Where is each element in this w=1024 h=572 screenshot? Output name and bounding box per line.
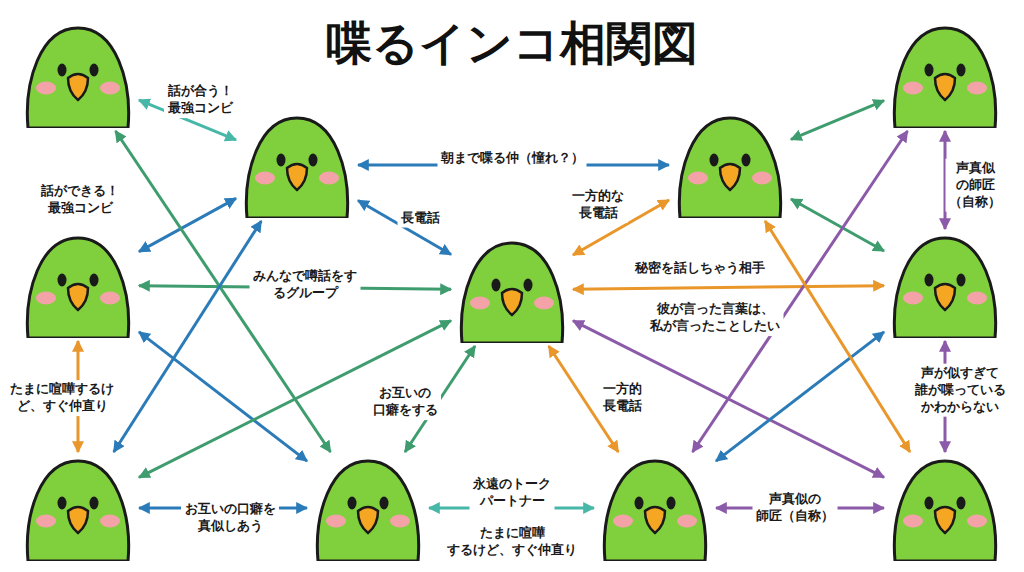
parrot xyxy=(454,237,570,343)
relation-arrow xyxy=(358,200,451,254)
parrot xyxy=(887,22,1003,128)
relation-label: 長電話 xyxy=(398,209,443,228)
parrot xyxy=(239,112,355,218)
relation-label: 話が合う！ 最強コンビ xyxy=(164,82,236,118)
relation-label: 秘密を話しちゃう相手 xyxy=(632,259,768,278)
relation-arrow xyxy=(791,101,884,140)
relation-label: みんなで噂話をす るグループ xyxy=(250,267,361,303)
relation-label: 朝まで喋る仲（憧れ？） xyxy=(438,149,587,168)
relation-label: 永遠のトーク パートナー xyxy=(470,475,555,511)
parrot-illustration xyxy=(20,22,136,128)
relation-label: 声真似の 師匠（自称） xyxy=(753,490,838,526)
relation-label: たまに喧嘩するけ ど、すぐ仲直り xyxy=(7,380,118,416)
relation-label: お互いの口癖を 真似しあう xyxy=(181,500,279,536)
parrot xyxy=(597,455,713,561)
parrot xyxy=(20,22,136,128)
diagram-title: 喋るインコ相関図 xyxy=(326,13,698,75)
parrot xyxy=(887,455,1003,561)
relation-arrow xyxy=(139,321,451,478)
parrot-illustration xyxy=(597,455,713,561)
relation-label: 声真似 の師匠 （自称） xyxy=(946,159,1005,212)
parrot-illustration xyxy=(672,112,788,218)
relation-label: 声が似すぎて 誰が喋っている かわからない xyxy=(911,364,1009,417)
relation-arrow xyxy=(765,221,910,452)
relation-label: お互いの 口癖をする xyxy=(369,384,441,420)
parrot xyxy=(310,455,426,561)
parrot-illustration xyxy=(887,22,1003,128)
parrot-illustration xyxy=(20,455,136,561)
parrot-illustration xyxy=(887,232,1003,338)
relation-label: 一方的な 長電話 xyxy=(569,187,628,223)
parrot-illustration xyxy=(239,112,355,218)
relation-label: 話ができる！ 最強コンビ xyxy=(38,182,123,218)
relation-arrow xyxy=(139,198,236,251)
parrot-illustration xyxy=(310,455,426,561)
relation-arrow xyxy=(139,332,307,461)
parrot-illustration xyxy=(20,232,136,338)
relation-arrow xyxy=(573,286,884,290)
note-label: たまに喧嘩 するけど、すぐ仲直り xyxy=(444,524,581,560)
relation-arrow xyxy=(114,221,261,452)
relation-label: 一方的 長電話 xyxy=(599,380,645,416)
relation-label: 彼が言った言葉は、 私が言ったことしたい xyxy=(647,300,784,336)
parrot-illustration xyxy=(454,237,570,343)
parrot xyxy=(887,232,1003,338)
parrot-illustration xyxy=(887,455,1003,561)
parrot xyxy=(672,112,788,218)
relation-arrow xyxy=(791,199,884,251)
parrot xyxy=(20,232,136,338)
relation-arrow xyxy=(716,332,884,461)
parrot xyxy=(20,455,136,561)
